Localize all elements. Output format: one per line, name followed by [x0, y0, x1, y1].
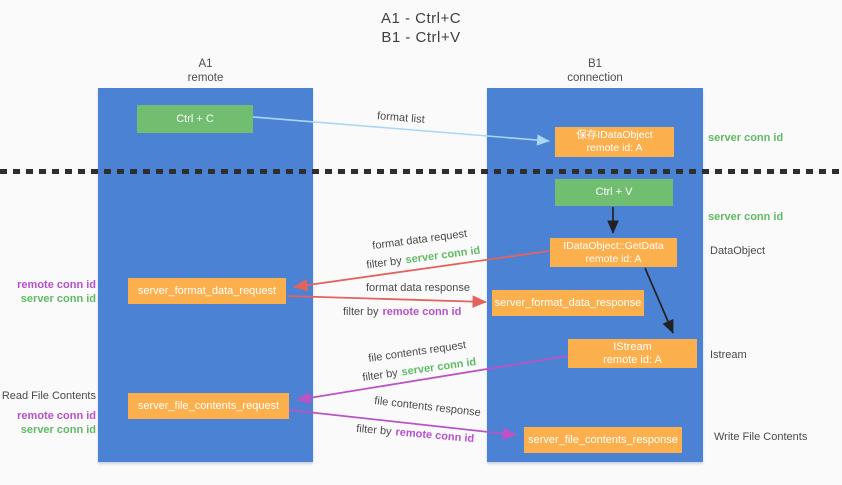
read-file-contents-text: Read File Contents	[1, 390, 96, 402]
save-idataobject-line2: remote id: A	[586, 142, 643, 154]
lane-header-b1: B1 connection	[487, 57, 703, 85]
ctrl-v-node: Ctrl + V	[555, 179, 673, 206]
file-request-label: server_file_contents_request	[137, 399, 280, 412]
file-contents-response-label: file contents response	[373, 394, 482, 420]
arrow-format-data-response	[286, 295, 487, 308]
left-conn-ids-bottom: remote conn id server conn id	[0, 409, 96, 437]
server-file-contents-response-node: server_file_contents_response	[524, 427, 682, 453]
remote-conn-id-left-label: remote conn id	[17, 279, 96, 291]
getdata-line1: IDataObject::GetData	[563, 239, 664, 252]
lane-a1-name: A1	[198, 58, 213, 70]
server-conn-id-text: server conn id	[400, 356, 477, 379]
format-list-label: format list	[376, 110, 426, 126]
server-file-contents-request-node: server_file_contents_request	[128, 393, 289, 419]
ctrl-c-node: Ctrl + C	[137, 105, 253, 133]
diagram-title: A1 - Ctrl+C B1 - Ctrl+V	[0, 9, 842, 47]
lane-b1-name: B1	[587, 58, 603, 70]
server-conn-id-left-label: server conn id	[20, 293, 96, 305]
write-file-contents-label: Write File Contents	[714, 431, 808, 443]
server-conn-id-text: server conn id	[404, 244, 481, 267]
file-response-label: server_file_contents_response	[528, 433, 678, 446]
idataobject-getdata-node: IDataObject::GetData remote id: A	[550, 238, 677, 267]
istream-line1: IStream	[613, 340, 652, 353]
ctrl-v-label: Ctrl + V	[595, 186, 633, 198]
left-conn-ids-top: remote conn id server conn id	[0, 278, 96, 306]
lane-header-a1: A1 remote	[98, 57, 313, 85]
getdata-line2: remote id: A	[585, 252, 642, 265]
title-line-2: B1 - Ctrl+V	[381, 29, 461, 46]
server-format-data-response-node: server_format_data_response	[492, 290, 644, 316]
filter-by-text: filter by	[343, 306, 379, 318]
remote-conn-id-text: remote conn id	[395, 426, 475, 446]
format-request-label: server_format_data_request	[137, 284, 277, 297]
remote-conn-id-text: remote conn id	[382, 306, 462, 318]
istream-side-label: Istream	[710, 349, 747, 361]
istream-line2: remote id: A	[603, 353, 662, 366]
ctrl-c-label: Ctrl + C	[176, 112, 214, 125]
format-response-label: server_format_data_response	[494, 296, 642, 309]
server-format-data-request-node: server_format_data_request	[128, 278, 286, 304]
dataobject-side-label: DataObject	[710, 245, 766, 257]
server-conn-id-side-label-top: server conn id	[708, 132, 784, 144]
filter-by-text: filter by	[361, 367, 399, 384]
format-data-response-label: format data response	[366, 282, 470, 294]
server-conn-id-left-label-2: server conn id	[20, 424, 96, 436]
server-conn-id-side-label-mid: server conn id	[708, 211, 784, 223]
read-file-contents-label: Read File Contents	[0, 389, 96, 403]
save-idataobject-node: 保存IDataObject remote id: A	[555, 127, 674, 157]
filter-by-text: filter by	[355, 422, 393, 438]
lane-b1-subtitle: connection	[567, 72, 623, 84]
lane-a1-subtitle: remote	[187, 72, 224, 84]
save-idataobject-line1: 保存IDataObject	[576, 129, 653, 141]
title-line-1: A1 - Ctrl+C	[380, 10, 462, 27]
istream-node: IStream remote id: A	[568, 339, 697, 368]
machine-boundary-divider	[0, 169, 842, 174]
remote-conn-id-left-label-2: remote conn id	[17, 410, 96, 422]
filter-by-text: filter by	[365, 254, 403, 272]
